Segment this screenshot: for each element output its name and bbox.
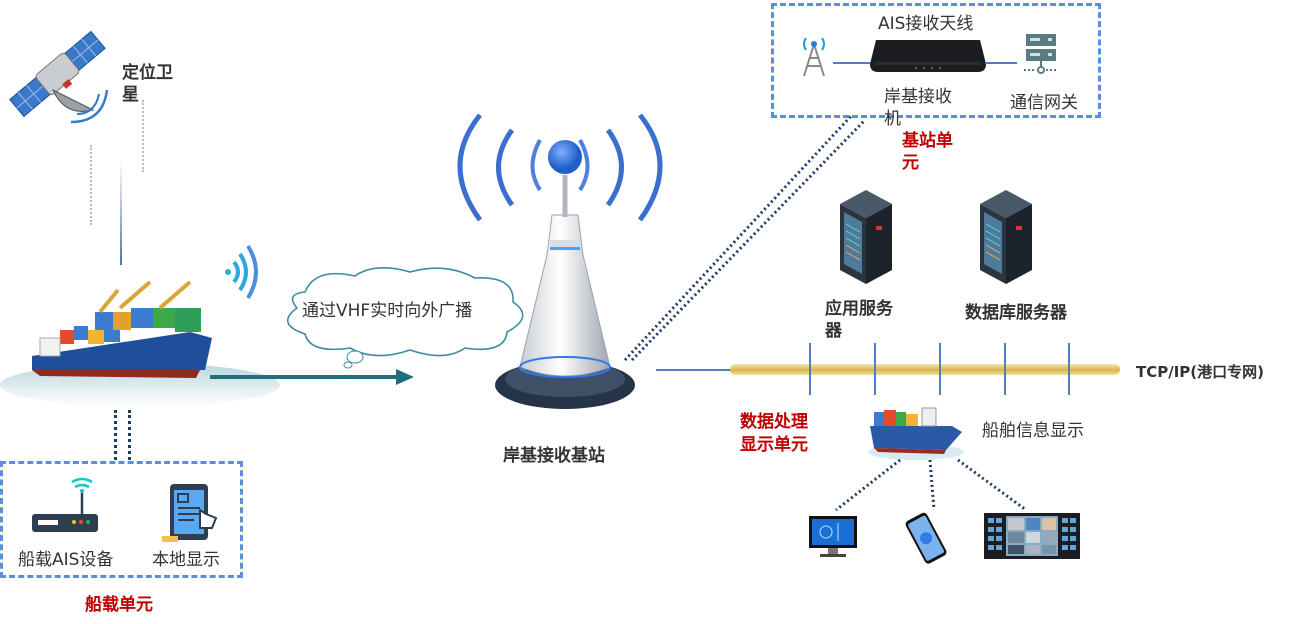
desktop-monitor-icon [809, 516, 857, 557]
ship-to-station-arrow [210, 369, 414, 385]
bus-drop-line [939, 343, 941, 395]
application-server-label-line2: 器 [825, 321, 842, 341]
ship-unit-link [128, 410, 131, 460]
receiver-gateway-link [985, 62, 1017, 64]
network-label: TCP/IP(港口专网) [1136, 363, 1264, 381]
application-server-icon [840, 190, 892, 284]
communication-gateway-icon [1024, 34, 1058, 74]
broadcast-cloud-bubble [287, 267, 524, 369]
ship-unit-label: 船载单元 [85, 595, 153, 615]
ais-antenna-tower-icon [803, 37, 825, 77]
satellite-signal-line [90, 145, 92, 225]
shore-station-label: 岸基接收基站 [503, 446, 605, 466]
shore-receiver-label-line2: 机 [884, 109, 901, 129]
bus-drop-line [1004, 343, 1006, 395]
ship-info-display-ship-image [868, 407, 964, 460]
base-station-unit-label: 基站单 元 [902, 130, 953, 174]
shore-receiver-label-line1: 岸基接收 [884, 87, 952, 107]
shore-receiver-label: 岸基接收 机 [884, 86, 952, 130]
bus-drop-line [809, 343, 811, 395]
gateway-label: 通信网关 [1010, 93, 1078, 113]
shore-base-station-tower [457, 113, 663, 409]
ship-info-display-label: 船舶信息显示 [982, 421, 1084, 441]
satellite-downlink-line [120, 160, 122, 265]
container-ship-image [0, 280, 280, 407]
local-display-tablet-icon [162, 484, 218, 542]
antenna-receiver-link [833, 62, 873, 64]
satellite-signal-line [142, 100, 144, 172]
satellite-label-line2: 星 [122, 85, 139, 105]
ship-unit-box [0, 461, 243, 578]
satellite-icon [9, 30, 109, 124]
broadcast-bubble-text: 通过VHF实时向外广播 [302, 301, 473, 321]
base-station-unit-label-line1: 基站单 [902, 131, 953, 151]
display-device-dotted-links [835, 458, 1027, 512]
ais-antenna-title: AIS接收天线 [878, 14, 974, 34]
data-processing-unit-label-line2: 显示单元 [740, 435, 808, 455]
video-wall-display-icon [984, 513, 1080, 559]
ais-device-router-icon [32, 477, 98, 532]
application-server-label-line1: 应用服务 [825, 299, 893, 319]
bus-drop-line [874, 343, 876, 395]
base-station-unit-label-line2: 元 [902, 153, 919, 173]
satellite-label: 定位卫 星 [122, 62, 173, 106]
satellite-label-line1: 定位卫 [122, 63, 173, 83]
database-server-icon [980, 190, 1032, 284]
application-server-label: 应用服务 器 [825, 298, 893, 342]
database-server-label: 数据库服务器 [965, 303, 1067, 323]
ais-device-label: 船载AIS设备 [18, 550, 114, 570]
local-display-label: 本地显示 [152, 550, 220, 570]
data-processing-unit-label: 数据处理 显示单元 [740, 411, 808, 457]
base-station-unit-box [771, 3, 1101, 118]
station-to-bus-link [656, 369, 732, 371]
ship-unit-link [114, 410, 117, 460]
ship-wifi-icon [225, 244, 258, 300]
smartphone-icon [905, 512, 947, 564]
shore-receiver-device-icon [870, 40, 986, 72]
data-processing-unit-label-line1: 数据处理 [740, 412, 808, 432]
bus-drop-line [1068, 343, 1070, 395]
tcpip-network-bus [730, 364, 1120, 375]
station-to-unit-dotted-links [623, 113, 867, 362]
